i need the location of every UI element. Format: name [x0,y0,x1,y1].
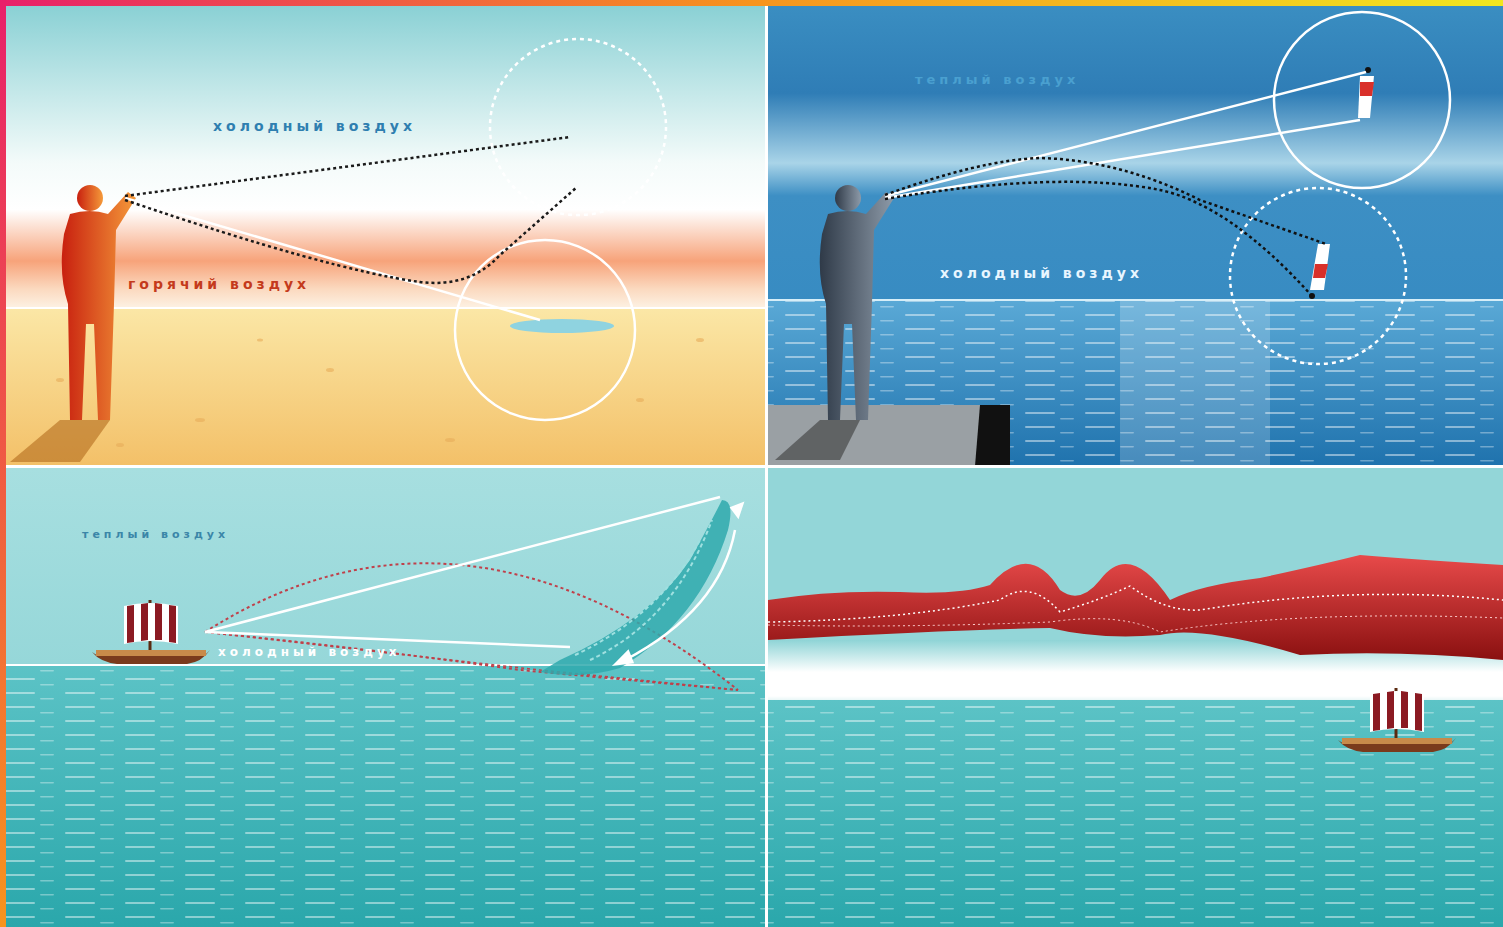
air-layer-label: горячий воздух [128,277,310,291]
air-layer-label: холодный воздух [213,119,416,133]
air-layer-label: теплый воздух [915,73,1079,86]
air-layer-label: холодный воздух [940,266,1143,280]
air-layer-label: холодный воздух [218,646,401,658]
air-layer-label: теплый воздух [82,529,229,540]
